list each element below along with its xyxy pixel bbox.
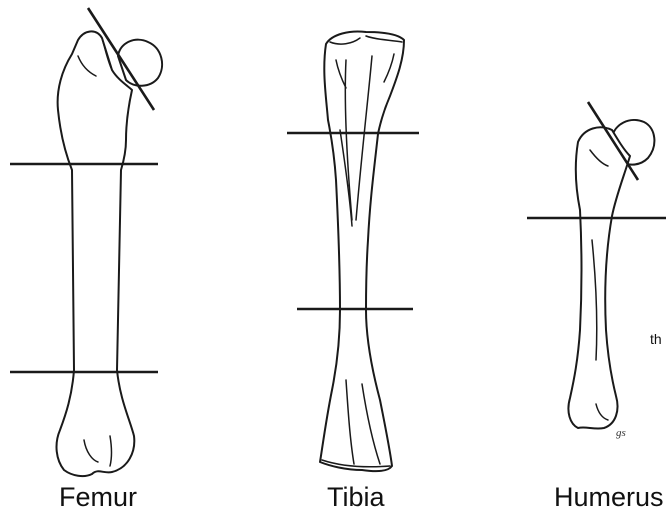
femur-label: Femur [59, 484, 137, 511]
tibia-bone [320, 32, 404, 472]
humerus-drawing [527, 102, 666, 429]
humerus-label: Humerus [554, 484, 664, 511]
artist-signature: gs [616, 428, 626, 439]
humerus-bone [568, 127, 630, 428]
tibia-label: Tibia [327, 484, 385, 511]
tibia-drawing [287, 32, 419, 472]
femur-drawing [10, 8, 162, 476]
femur-bone [57, 31, 135, 476]
text-fragment: th [650, 332, 662, 346]
